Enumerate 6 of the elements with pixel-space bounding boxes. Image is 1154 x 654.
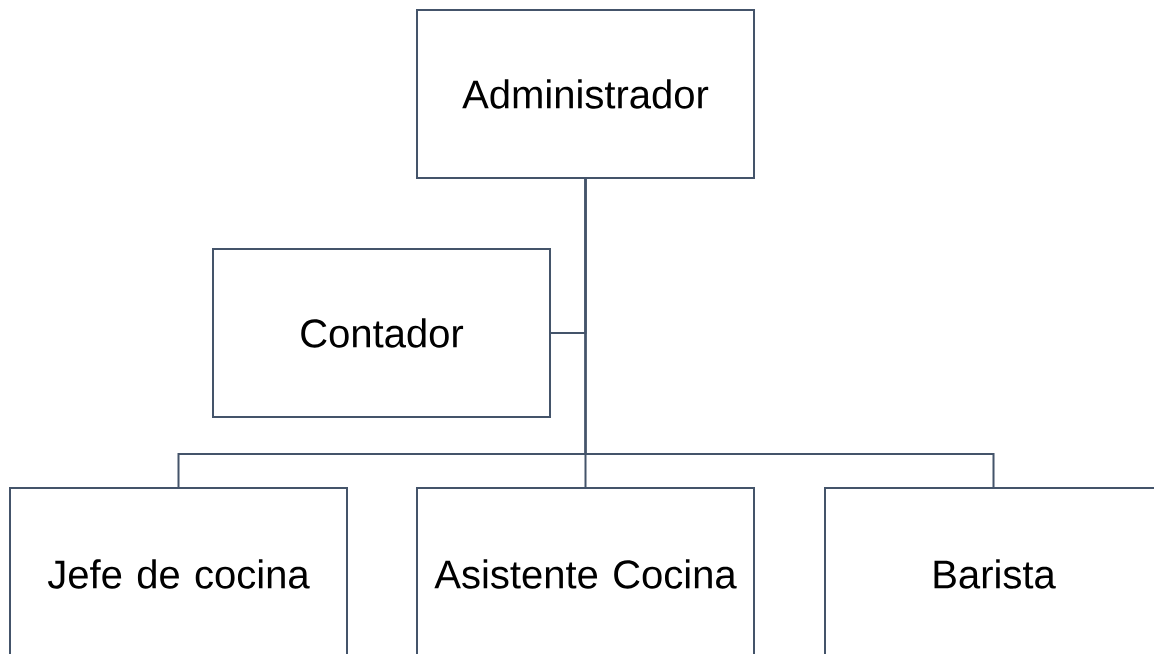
org-box: Asistente Cocina — [416, 487, 755, 654]
org-box: Contador — [212, 248, 551, 418]
connector-line — [584, 178, 995, 488]
org-box: Jefe de cocina — [9, 487, 348, 654]
org-box: Barista — [824, 487, 1154, 654]
org-box: Administrador — [416, 9, 755, 179]
